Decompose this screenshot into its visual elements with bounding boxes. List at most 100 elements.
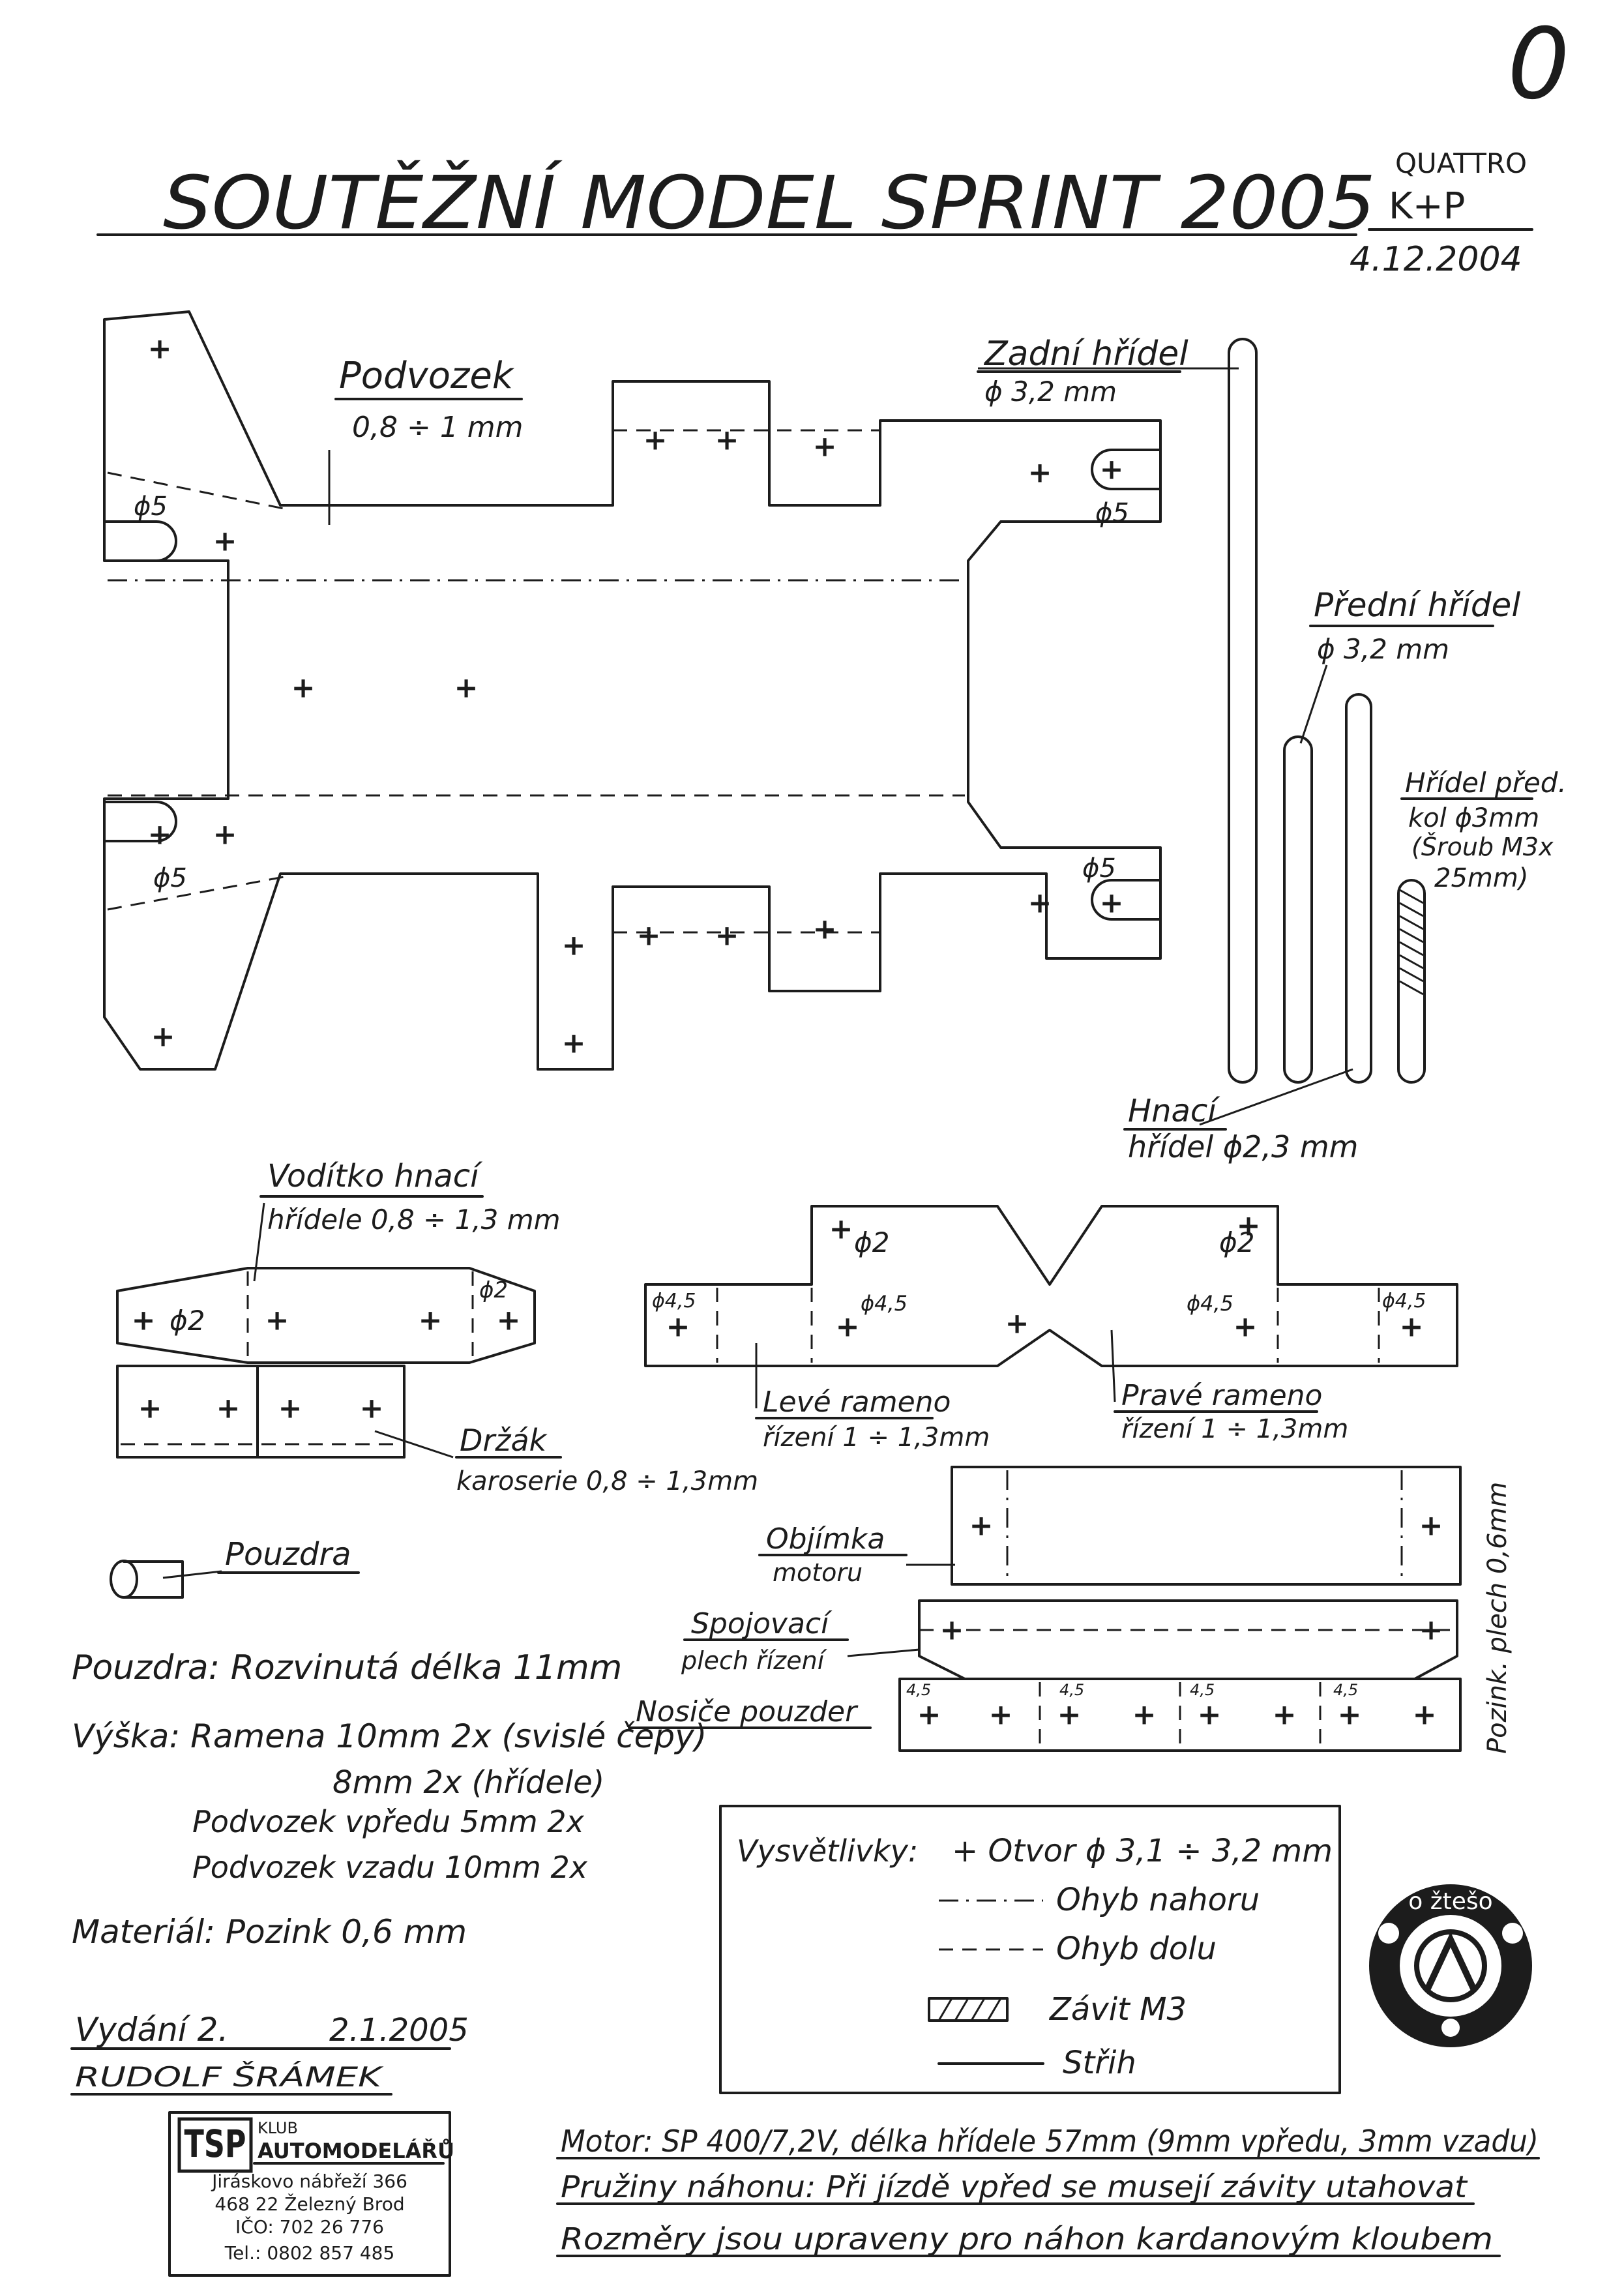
rear-shaft-dia: ϕ 3,2 mm xyxy=(984,376,1117,408)
note-line-3: 8mm 2x (hřídele) xyxy=(332,1764,604,1801)
right-arm-label-2: řízení 1 ÷ 1,3mm xyxy=(1121,1414,1348,1444)
note-line-6: Materiál: Pozink 0,6 mm xyxy=(72,1913,467,1951)
svg-text:+: + xyxy=(213,525,237,558)
svg-text:+: + xyxy=(836,1311,860,1344)
left-arm-label-2: řízení 1 ÷ 1,3mm xyxy=(763,1423,990,1453)
page-number: 0 xyxy=(1507,8,1569,121)
svg-text:+: + xyxy=(1273,1698,1297,1732)
svg-text:+: + xyxy=(151,1020,175,1054)
arm-dim-45-b: ϕ4,5 xyxy=(861,1291,908,1316)
club-tel: Tel.: 0802 857 485 xyxy=(224,2242,395,2264)
carrier-dim-1: 4,5 xyxy=(906,1681,931,1699)
page-title: SOUTĚŽNÍ MODEL SPRINT 2005 xyxy=(163,160,1376,246)
svg-text:+: + xyxy=(1413,1698,1437,1732)
svg-text:+: + xyxy=(213,818,237,852)
arm-dim-45-a: ϕ4,5 xyxy=(652,1290,696,1312)
club-box: TSP KLUB AUTOMODELÁŘŮ Jiráskovo nábřeží … xyxy=(168,2111,454,2277)
note-line-4: Podvozek vpředu 5mm 2x xyxy=(192,1804,585,1839)
svg-text:+: + xyxy=(1028,456,1052,490)
body-holder: ++++ xyxy=(116,1365,406,1459)
chassis-dim-5-a: ϕ5 xyxy=(134,492,168,522)
carrier-dim-4: 4,5 xyxy=(1333,1681,1358,1699)
drawing-date: 4.12.2004 xyxy=(1350,240,1522,279)
edition-date: 2.1.2005 xyxy=(329,2012,469,2049)
svg-text:+: + xyxy=(291,672,316,705)
carrier-dim-3: 4,5 xyxy=(1190,1681,1215,1699)
thread-hatch xyxy=(1399,889,1424,996)
svg-text:+: + xyxy=(562,1027,586,1060)
legend-thread: Závit M3 xyxy=(1048,1991,1187,2028)
rear-shaft-label: Zadní hřídel xyxy=(983,334,1188,374)
club-name-1: KLUB xyxy=(258,2119,298,2137)
svg-text:+: + xyxy=(1338,1698,1362,1732)
drive-shaft-1: Hnací xyxy=(1128,1093,1220,1129)
svg-text:+: + xyxy=(454,672,479,705)
svg-text:+: + xyxy=(1400,1311,1424,1344)
bushing-carriers-label: Nosiče pouzder xyxy=(636,1695,859,1728)
svg-text:+: + xyxy=(419,1304,443,1337)
svg-text:+: + xyxy=(715,919,739,953)
authors-label: K+P xyxy=(1389,185,1465,228)
svg-text:+: + xyxy=(1233,1311,1258,1344)
connecting-label-2: plech řízení xyxy=(681,1646,828,1675)
shafts xyxy=(1228,338,1426,1084)
guide-label-2: hřídele 0,8 ÷ 1,3 mm xyxy=(267,1204,561,1236)
svg-text:+: + xyxy=(265,1304,289,1337)
svg-text:+: + xyxy=(969,1509,994,1543)
footer-notes: Motor: SP 400/7,2V, délka hřídele 57mm (… xyxy=(556,2124,1540,2257)
club-name-2: AUTOMODELÁŘŮ xyxy=(258,2138,454,2163)
notes-block: Pouzdra: Rozvinutá délka 11mm Výška: Ram… xyxy=(72,1648,707,1951)
svg-text:+: + xyxy=(497,1304,521,1337)
galv-sheet-label: Pozink. plech 0,6mm xyxy=(1483,1482,1513,1754)
club-logo: TSP xyxy=(185,2122,246,2166)
svg-text:+: + xyxy=(1419,1509,1443,1543)
carrier-dim-2: 4,5 xyxy=(1059,1681,1084,1699)
svg-text:+: + xyxy=(813,430,837,464)
chassis-dim-5-c: ϕ5 xyxy=(1095,498,1129,528)
svg-text:+: + xyxy=(1100,453,1124,486)
legend-hole: + Otvor ϕ 3,1 ÷ 3,2 mm xyxy=(952,1833,1333,1869)
chassis-label: Podvozek xyxy=(339,355,515,397)
svg-text:+: + xyxy=(715,424,739,457)
motor-clamp: ++ xyxy=(951,1466,1462,1586)
svg-text:+: + xyxy=(138,1392,162,1425)
legend-title: Vysvětlivky: xyxy=(737,1833,918,1869)
connecting-label-1: Spojovací xyxy=(691,1607,833,1640)
chassis-holes: ++++ ++++ ++++ ++++ +++ xyxy=(148,333,1124,1060)
stamp-text: o žtešo xyxy=(1408,1888,1492,1915)
svg-text:+: + xyxy=(829,1213,853,1246)
legend-cut: Střih xyxy=(1063,2045,1136,2081)
club-address-1: Jiráskovo nábřeží 366 xyxy=(211,2171,407,2192)
svg-text:+: + xyxy=(562,929,586,962)
right-arm-label-1: Pravé rameno xyxy=(1121,1379,1322,1412)
front-wheel-shaft-1: Hřídel před. xyxy=(1405,767,1567,799)
edition-label: Vydání 2. xyxy=(75,2011,228,2049)
footer-motor: Motor: SP 400/7,2V, délka hřídele 57mm (… xyxy=(561,2124,1539,2159)
footer-dimensions: Rozměry jsou upraveny pro náhon kardanov… xyxy=(561,2221,1493,2257)
bushing-part xyxy=(110,1560,184,1599)
footer-springs: Pružiny náhonu: Při jízdě vpřed se musej… xyxy=(561,2169,1468,2204)
legend-box: Vysvětlivky: + Otvor ϕ 3,1 ÷ 3,2 mm Ohyb… xyxy=(719,1805,1341,2094)
variant-label: QUATTRO xyxy=(1395,147,1527,179)
bushing-carriers-part: ++++ ++++ 4,5 4,5 4,5 4,5 xyxy=(898,1678,1462,1752)
drive-shaft-guide: ++++ ϕ2 ϕ2 xyxy=(116,1267,536,1364)
edition-block: Vydání 2. 2.1.2005 RUDOLF ŠRÁMEK xyxy=(70,2011,469,2096)
svg-text:+: + xyxy=(216,1392,241,1425)
chassis-dim-5-b: ϕ5 xyxy=(153,863,187,893)
front-wheel-shaft-3: (Šroub M3x xyxy=(1411,833,1554,861)
club-ico: IČO: 702 26 776 xyxy=(235,2215,384,2238)
svg-text:+: + xyxy=(940,1614,964,1647)
body-holder-label-1: Držák xyxy=(460,1423,548,1458)
body-holder-label-2: karoserie 0,8 ÷ 1,3mm xyxy=(456,1466,758,1496)
arm-dim-2-a: ϕ2 xyxy=(854,1226,889,1258)
svg-text:+: + xyxy=(148,818,172,852)
note-line-1: Pouzdra: Rozvinutá délka 11mm xyxy=(72,1648,622,1687)
svg-text:+: + xyxy=(1100,887,1124,920)
edition-author: RUDOLF ŠRÁMEK xyxy=(75,2060,384,2093)
legend-bend-up: Ohyb nahoru xyxy=(1056,1882,1260,1918)
note-line-2: Výška: Ramena 10mm 2x (svislé čepy) xyxy=(72,1717,707,1755)
svg-text:+: + xyxy=(637,919,661,953)
motor-clamp-label-2: motoru xyxy=(773,1558,863,1587)
svg-text:+: + xyxy=(666,1311,690,1344)
chassis-dim-5-d: ϕ5 xyxy=(1082,853,1116,883)
